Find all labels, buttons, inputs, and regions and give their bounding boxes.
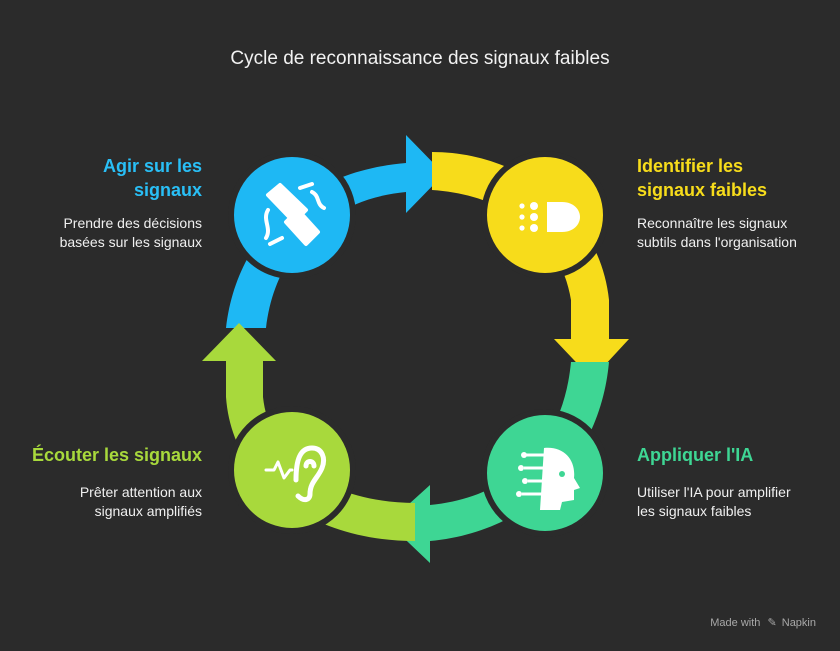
step-appliquer-title: Appliquer l'IA bbox=[637, 445, 754, 465]
step-identifier-description: Reconnaître les signaux subtils dans l'o… bbox=[637, 215, 797, 250]
circle-identifier bbox=[481, 151, 609, 279]
step-appliquer: Appliquer l'IA Utiliser l'IA pour amplif… bbox=[637, 443, 837, 521]
step-appliquer-description: Utiliser l'IA pour amplifier les signaux… bbox=[637, 484, 791, 519]
ai-head-icon bbox=[516, 447, 580, 510]
cycle-arrow-green bbox=[388, 362, 609, 563]
step-identifier: Identifier les signaux faibles Reconnaît… bbox=[637, 154, 837, 252]
cycle-arrow-lime bbox=[202, 323, 415, 541]
signal-light-icon bbox=[519, 202, 580, 232]
napkin-credit[interactable]: Made with ✎ Napkin bbox=[710, 617, 816, 629]
cycle-arrow-yellow bbox=[432, 152, 629, 379]
napkin-logo-icon: ✎ bbox=[767, 617, 777, 629]
diagram-title: Cycle de reconnaissance des signaux faib… bbox=[230, 48, 610, 69]
ear-icon bbox=[264, 445, 327, 503]
step-agir-title: Agir sur les signaux bbox=[102, 156, 202, 200]
cycle-arrow-blue bbox=[226, 135, 444, 328]
step-agir: Agir sur les signaux Prendre des décisio… bbox=[2, 154, 202, 252]
step-ecouter: Écouter les signaux Prêter attention aux… bbox=[2, 443, 202, 521]
step-ecouter-description: Prêter attention aux signaux amplifiés bbox=[79, 484, 202, 519]
step-ecouter-title: Écouter les signaux bbox=[31, 445, 202, 465]
handshake-icon bbox=[264, 182, 326, 246]
step-agir-description: Prendre des décisions basées sur les sig… bbox=[59, 215, 202, 250]
step-identifier-title: Identifier les signaux faibles bbox=[637, 156, 768, 200]
